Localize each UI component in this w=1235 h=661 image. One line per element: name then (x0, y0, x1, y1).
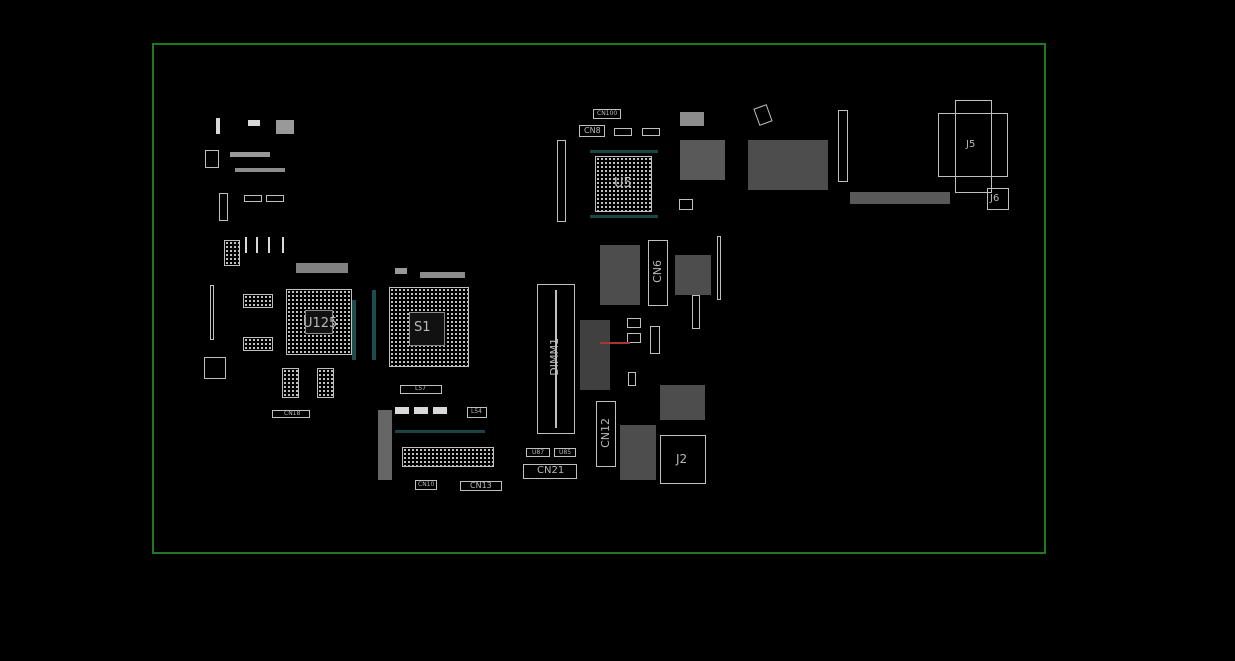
chip-u5 (595, 156, 652, 212)
smd-part (395, 407, 409, 414)
via-cluster (395, 430, 485, 433)
smd-part (675, 255, 711, 295)
component-block (642, 128, 660, 136)
smd-part (414, 407, 428, 414)
component-u87 (526, 448, 550, 457)
component-block (627, 318, 641, 328)
connector-dimm1-slot (555, 290, 557, 428)
chip-s1-core (409, 312, 445, 346)
smd-part (420, 272, 465, 278)
connector-cn6 (648, 240, 668, 306)
connector-cn18 (272, 410, 310, 418)
label-j2: J2 (676, 452, 688, 466)
connector-vertical (650, 326, 660, 354)
component-block (243, 294, 273, 308)
smd-part (296, 263, 348, 273)
trace-marker (600, 342, 630, 344)
connector-cn100 (593, 109, 621, 119)
component-block (627, 333, 641, 343)
smd-part (245, 237, 247, 253)
connector-cn12 (596, 401, 616, 467)
component-block (266, 195, 284, 202)
via-cluster (372, 290, 376, 360)
smd-part (580, 320, 610, 390)
label-dimm1: DIMM1 (548, 338, 561, 376)
label-u125: U125 (303, 316, 338, 331)
component-l54 (467, 407, 487, 418)
smd-part (282, 237, 284, 253)
connector-array (402, 447, 494, 467)
label-cn12: CN12 (599, 418, 612, 448)
via-cluster (590, 150, 658, 153)
smd-part (216, 118, 220, 134)
label-s1: S1 (414, 320, 431, 335)
label-l57: L57 (415, 385, 426, 392)
component-block (224, 240, 240, 266)
label-j6: J6 (990, 193, 1000, 204)
connector-j6 (987, 188, 1009, 210)
component-block (244, 195, 262, 202)
label-cn21: CN21 (537, 465, 565, 476)
component-block (628, 372, 636, 386)
via-cluster (590, 215, 658, 218)
label-cn13: CN13 (470, 481, 492, 490)
connector-vertical (692, 295, 700, 329)
smd-part (680, 112, 704, 126)
smd-part (248, 120, 260, 126)
connector-vertical (557, 140, 566, 222)
connector-vertical (838, 110, 848, 182)
label-cn10: CN10 (418, 481, 435, 488)
smd-part (660, 385, 705, 420)
smd-part (680, 140, 725, 180)
via-cluster (352, 300, 356, 360)
connector-cn21 (523, 464, 577, 479)
component-block (219, 193, 228, 221)
connector-j5-outer (938, 113, 1008, 177)
component-u85 (554, 448, 576, 457)
component-block (282, 368, 299, 398)
connector-j2 (660, 435, 706, 484)
smd-part (433, 407, 447, 414)
connector-cn10 (415, 480, 437, 490)
label-cn8: CN8 (584, 126, 601, 135)
smd-part (748, 140, 828, 190)
smd-part (850, 192, 950, 204)
component-block (204, 357, 226, 379)
smd-part (256, 237, 258, 253)
smd-part (268, 237, 270, 253)
smd-part (600, 245, 640, 305)
component-block (210, 285, 214, 340)
smd-part (378, 410, 392, 480)
board-outline (152, 43, 1046, 554)
smd-part (395, 268, 407, 274)
component-block (205, 150, 219, 168)
label-j5: J5 (966, 139, 976, 150)
component-block (679, 199, 693, 210)
chip-u125-core (305, 310, 333, 334)
label-cn6: CN6 (651, 260, 664, 283)
component-block (317, 368, 334, 398)
label-u85: U85 (559, 449, 572, 456)
smd-part (230, 152, 270, 157)
component-l57 (400, 385, 442, 394)
label-cn100: CN100 (597, 110, 618, 117)
component-block (243, 337, 273, 351)
component-block (614, 128, 632, 136)
label-l54: L54 (471, 408, 482, 415)
connector-cn13 (460, 481, 502, 491)
smd-part (235, 168, 285, 172)
connector-vertical (717, 236, 721, 300)
label-u5: U5 (614, 176, 632, 191)
label-u87: U87 (532, 449, 545, 456)
label-cn18: CN18 (284, 410, 301, 417)
smd-part (276, 120, 294, 134)
connector-j5-inner (955, 100, 992, 193)
connector-dimm1 (537, 284, 575, 434)
connector-cn8 (579, 125, 605, 137)
smd-part (620, 425, 656, 480)
